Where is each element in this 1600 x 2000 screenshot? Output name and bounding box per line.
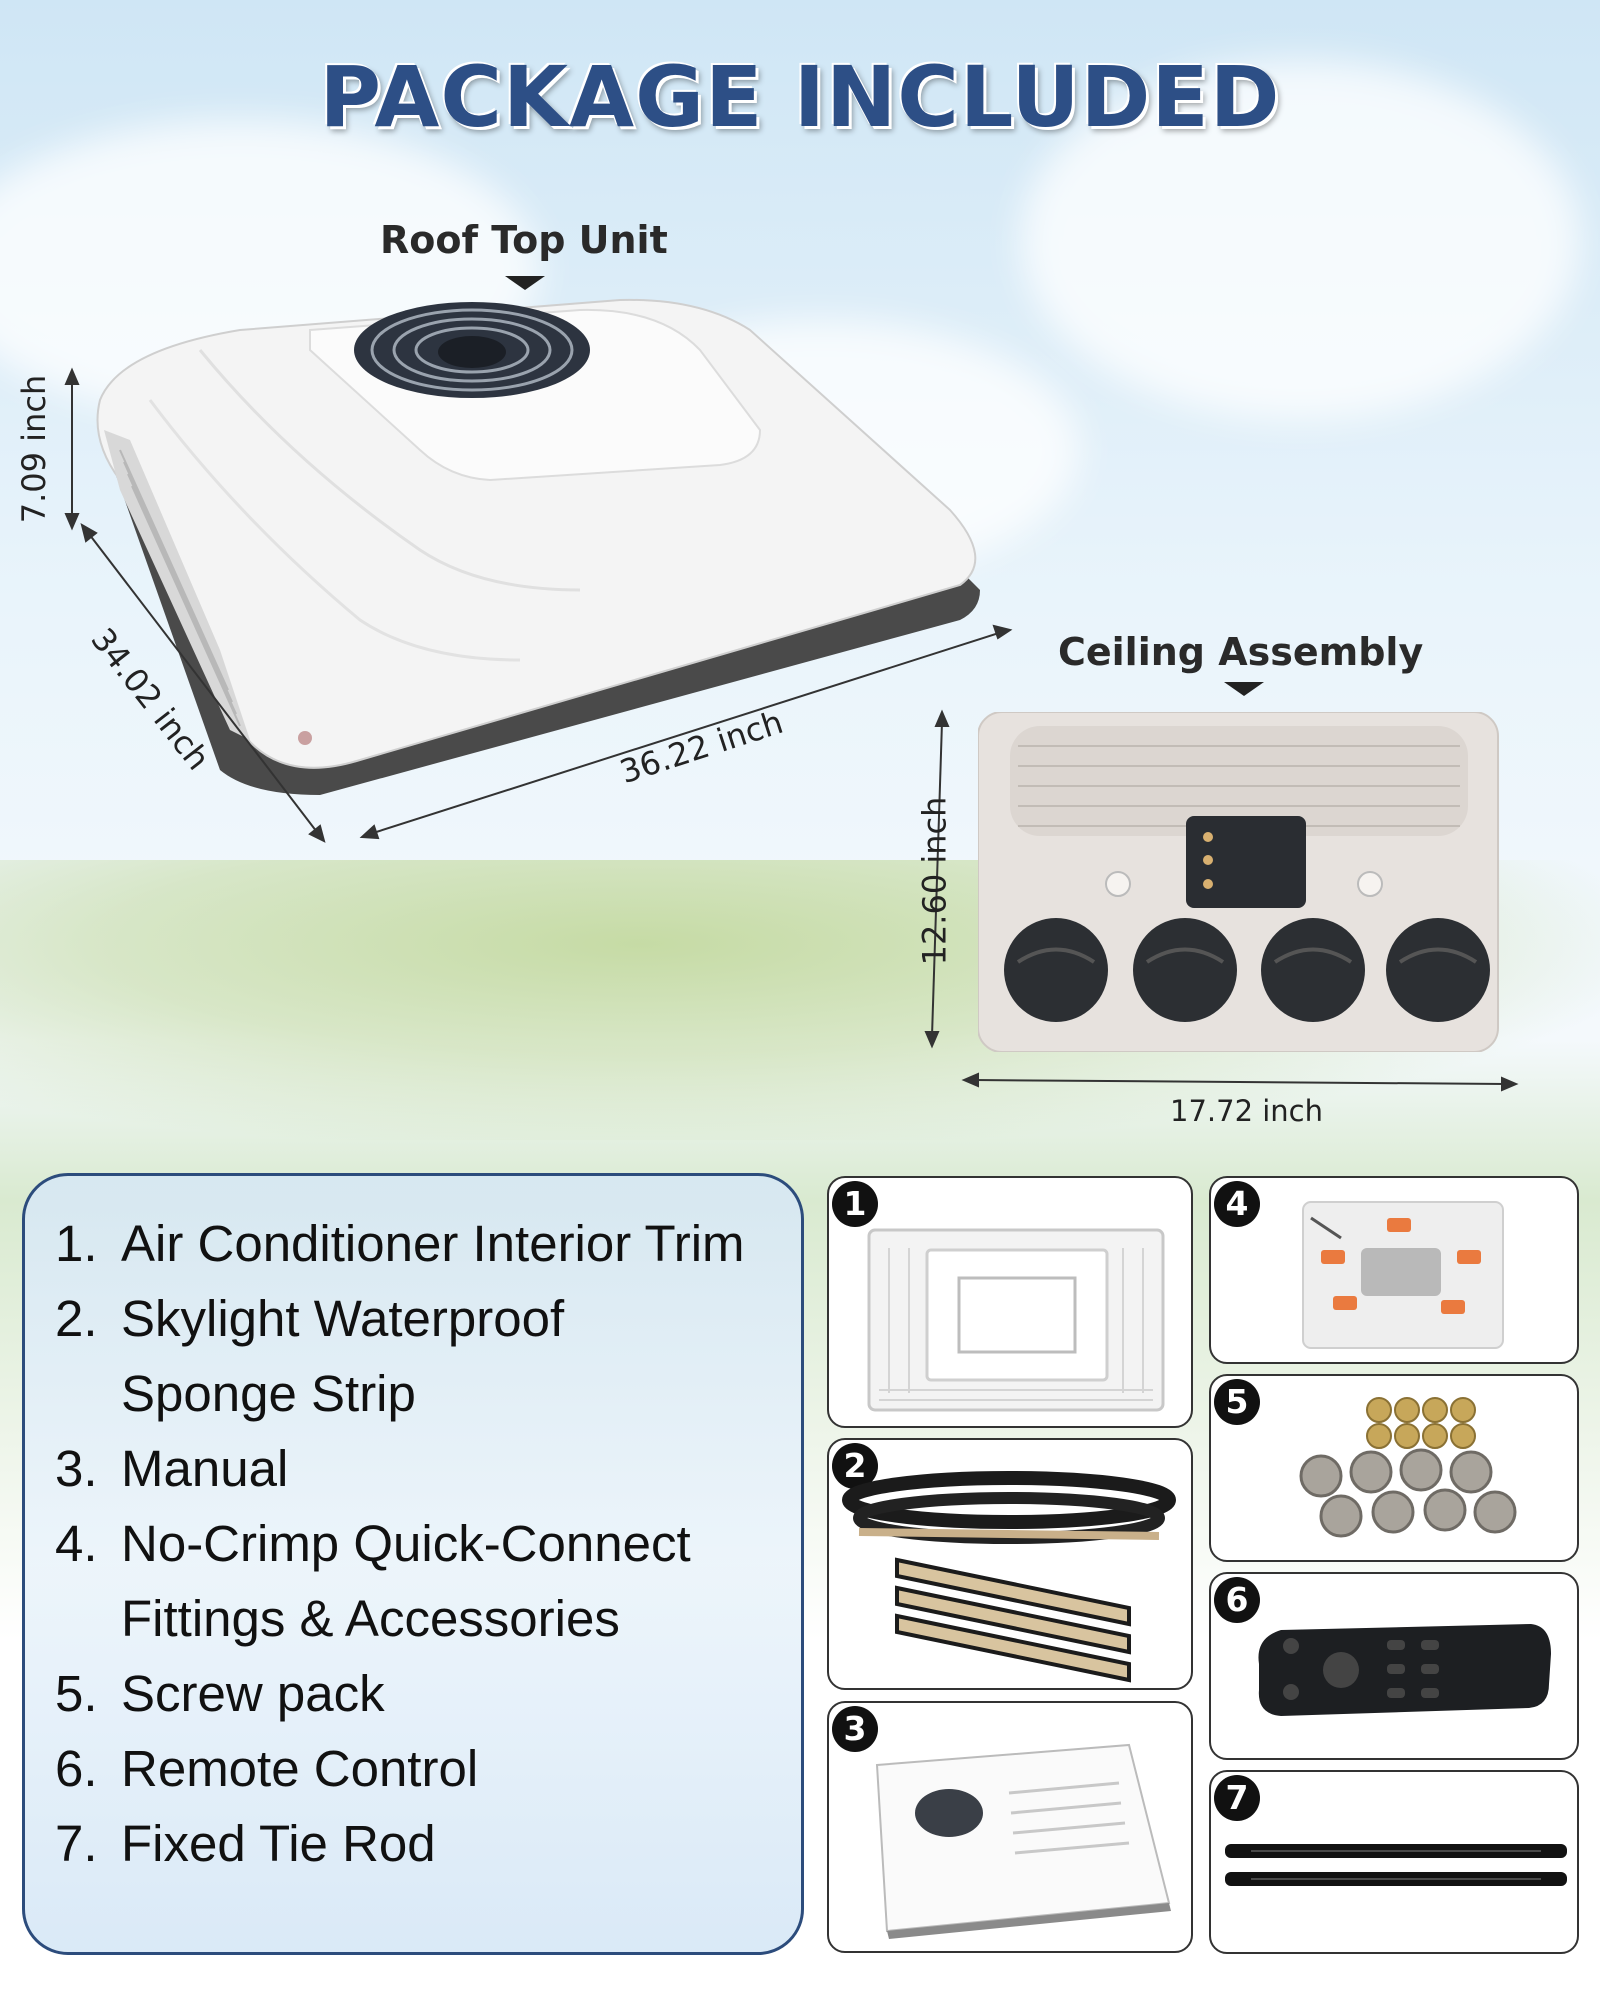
list-number: 3. — [55, 1440, 98, 1497]
list-text: No-Crimp Quick-Connect Fittings & Access… — [121, 1515, 691, 1647]
list-item: 5. Screw pack — [55, 1656, 811, 1731]
list-number: 5. — [55, 1665, 98, 1722]
ceiling-width-dim: 17.72 inch — [1170, 1094, 1324, 1128]
fan-icon — [354, 302, 590, 398]
list-item: 6. Remote Control — [55, 1731, 811, 1806]
page-title: PACKAGE INCLUDED — [319, 48, 1281, 146]
remote-icon — [1258, 1624, 1551, 1716]
roof-unit-image — [96, 298, 980, 795]
list-number: 4. — [55, 1515, 98, 1572]
contents-list: 1. Air Conditioner Interior Trim 2. Skylig… — [55, 1206, 811, 1881]
screw-pack-image — [1299, 1397, 1517, 1538]
list-text: Air Conditioner Interior Trim — [121, 1215, 745, 1272]
item-card-interior-trim: 1 — [827, 1176, 1193, 1428]
vent-icon — [1004, 918, 1490, 1022]
item-number-badge: 1 — [832, 1181, 878, 1227]
list-text: Fixed Tie Rod — [121, 1815, 436, 1872]
item-card-tie-rod: 7 — [1209, 1770, 1579, 1954]
list-item: 1. Air Conditioner Interior Trim — [55, 1206, 811, 1281]
contents-panel: 1. Air Conditioner Interior Trim 2. Skylig… — [22, 1173, 804, 1955]
list-text: Remote Control — [121, 1740, 479, 1797]
list-number: 2. — [55, 1290, 98, 1347]
list-text: Manual — [121, 1440, 289, 1497]
list-item: 2. Skylight Waterproof Sponge Strip — [55, 1281, 811, 1431]
roof-height-dim: 7.09 inch — [15, 374, 54, 524]
fittings-image — [1302, 1201, 1504, 1349]
ceiling-assembly-image — [978, 712, 1499, 1052]
dimension-arrow-icon — [924, 709, 1519, 1092]
list-number: 7. — [55, 1815, 98, 1872]
item-card-remote: 6 — [1209, 1572, 1579, 1760]
ceiling-height-dim: 12.60 inch — [915, 796, 954, 966]
roof-unit-label: Roof Top Unit — [380, 218, 668, 262]
item-number-badge: 7 — [1214, 1775, 1260, 1821]
item-number-badge: 3 — [832, 1706, 878, 1752]
list-item: 7. Fixed Tie Rod — [55, 1806, 811, 1881]
list-number: 1. — [55, 1215, 98, 1272]
item-number-badge: 4 — [1214, 1181, 1260, 1227]
item-card-manual: 3 — [827, 1701, 1193, 1953]
manual-image — [875, 1743, 1171, 1939]
sponge-strip-image — [842, 1471, 1176, 1683]
item-number-badge: 5 — [1214, 1379, 1260, 1425]
down-arrow-icon — [1224, 682, 1264, 696]
item-card-fittings: 4 — [1209, 1176, 1579, 1364]
list-text: Skylight Waterproof Sponge Strip — [121, 1290, 565, 1422]
list-number: 6. — [55, 1740, 98, 1797]
interior-trim-image — [867, 1228, 1165, 1412]
list-item: 3. Manual — [55, 1431, 811, 1506]
ceiling-assembly-label: Ceiling Assembly — [1058, 630, 1424, 674]
list-item: 4. No-Crimp Quick-Connect Fittings & Acce… — [55, 1506, 811, 1656]
cloud-right — [1020, 60, 1580, 420]
item-number-badge: 2 — [832, 1443, 878, 1489]
item-number-badge: 6 — [1214, 1577, 1260, 1623]
item-card-screw-pack: 5 — [1209, 1374, 1579, 1562]
item-card-sponge-strip: 2 — [827, 1438, 1193, 1690]
tie-rod-image — [1225, 1844, 1567, 1886]
dimension-arrow-icon — [64, 367, 1013, 843]
list-text: Screw pack — [121, 1665, 385, 1722]
down-arrow-icon — [505, 276, 545, 290]
